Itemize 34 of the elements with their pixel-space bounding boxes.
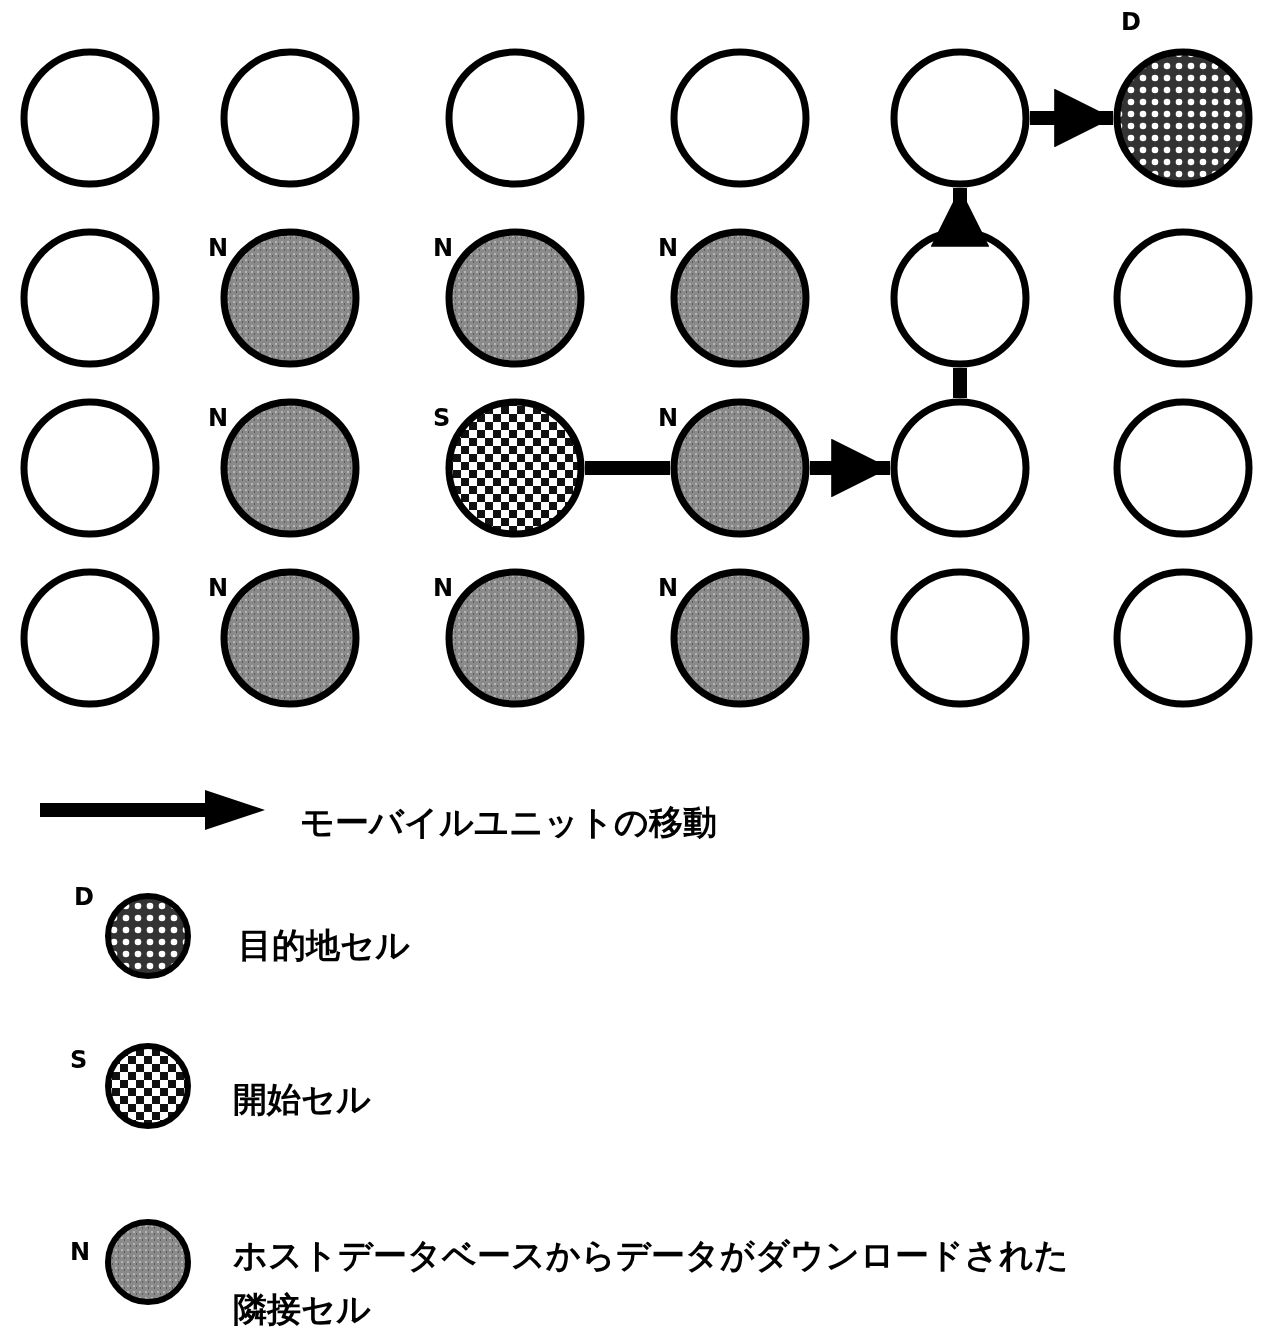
- legend-text: ホストデータベースからデータがダウンロードされた隣接セル: [233, 1234, 1070, 1332]
- cell-label: N: [208, 406, 229, 430]
- cell-label: N: [658, 576, 679, 600]
- cell-circle: [20, 398, 160, 538]
- legend-letter: S: [70, 1048, 88, 1072]
- movement-arrow: [930, 188, 990, 247]
- cell-circle: [890, 568, 1030, 708]
- cell-circle: [890, 398, 1030, 538]
- destination-cell-circle: [1113, 48, 1253, 188]
- cell-label: N: [208, 236, 229, 260]
- cell-circle: [445, 48, 585, 188]
- movement-arrow: [810, 438, 890, 498]
- cell-circle: [890, 48, 1030, 188]
- cell-circle: [220, 48, 360, 188]
- legend-text: 目的地セル: [238, 924, 410, 967]
- cell-label: N: [433, 576, 454, 600]
- cell-label: S: [433, 406, 451, 430]
- cell-circle: [20, 228, 160, 368]
- legend-text: 開始セル: [233, 1078, 371, 1121]
- cell-circle: [1113, 228, 1253, 368]
- cell-label: N: [433, 236, 454, 260]
- cell-label: N: [658, 406, 679, 430]
- cell-label: D: [1121, 10, 1141, 34]
- cell-label: N: [658, 236, 679, 260]
- cell-circle: [20, 568, 160, 708]
- cell-circle: [1113, 398, 1253, 538]
- movement-arrow: [1030, 88, 1113, 148]
- cell-circle: [20, 48, 160, 188]
- legend-letter: N: [70, 1240, 91, 1264]
- cell-label: N: [208, 576, 229, 600]
- legend-text: モーバイルユニットの移動: [300, 801, 717, 844]
- legend-letter: D: [74, 885, 94, 909]
- cell-circle: [670, 48, 810, 188]
- cell-circle: [1113, 568, 1253, 708]
